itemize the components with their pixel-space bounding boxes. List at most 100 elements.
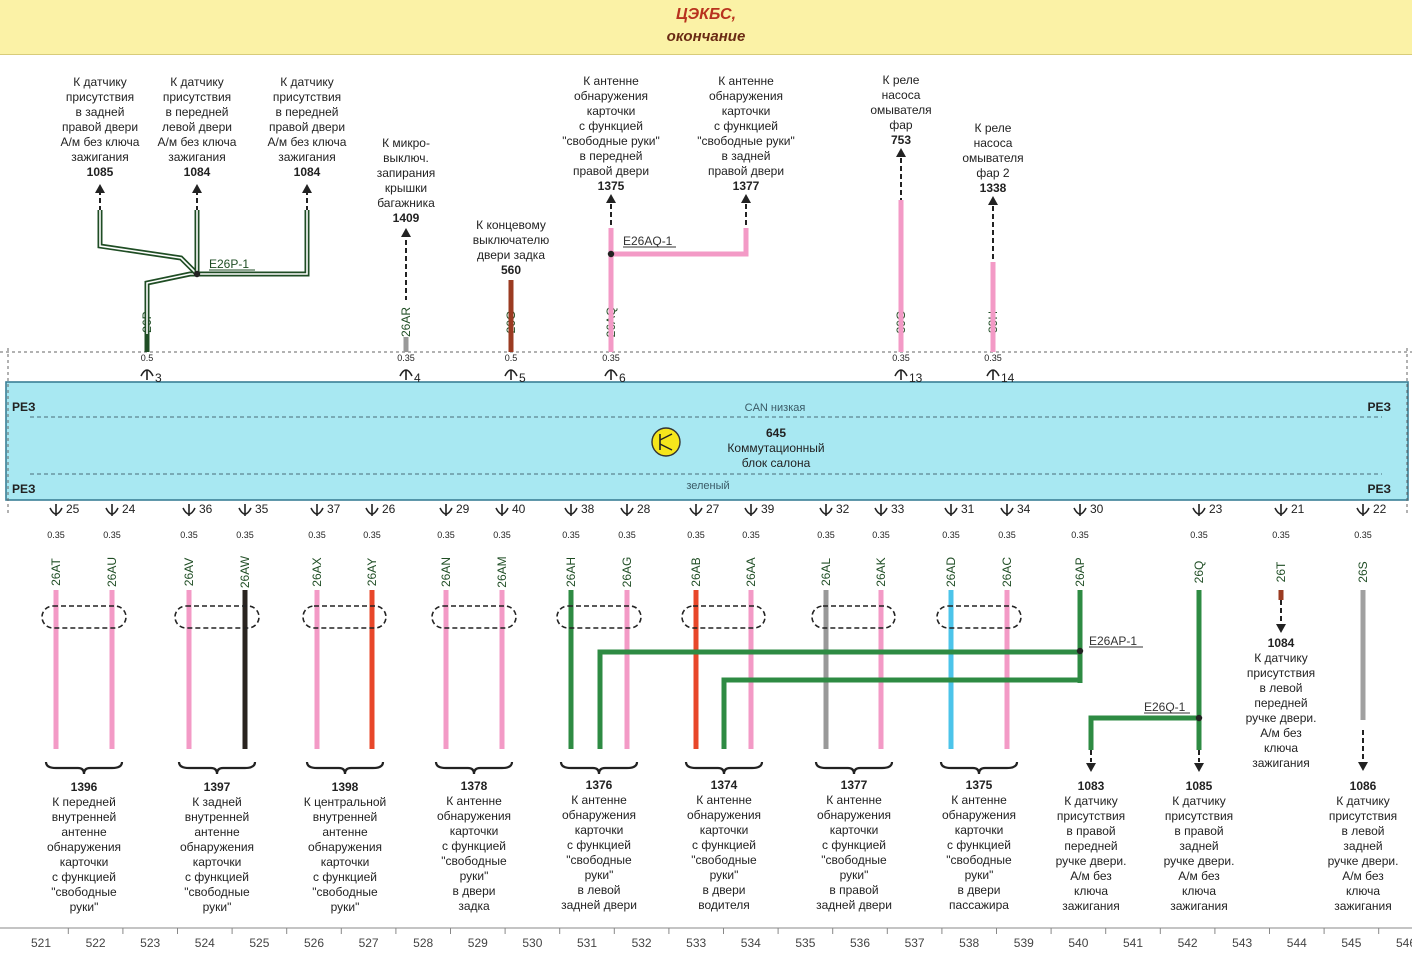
bottom-destination-3-id: 1378 xyxy=(461,779,488,793)
bottom-wire-26t-gauge: 0.35 xyxy=(1272,530,1290,540)
bottom-destination-4-line-4: "свободные xyxy=(566,853,632,867)
bottom-destination-8-line-6: ключа xyxy=(1074,884,1108,898)
bottom-destination-2-line-2: антенне xyxy=(322,825,368,839)
bottom-destination-10-line-3: передней xyxy=(1254,696,1307,710)
top-destination-0-line-4: А/м без ключа xyxy=(61,135,140,149)
bottom-destination-10-line-7: зажигания xyxy=(1252,756,1310,770)
bottom-destination-7-line-3: с функцией xyxy=(947,838,1011,852)
bottom-destination-5-line-0: К антенне xyxy=(696,793,752,807)
top-wire-26p-branch-1084b-inner xyxy=(197,210,308,275)
top-destination-7-line-3: фар xyxy=(889,118,913,132)
bottom-destination-8-line-2: в правой xyxy=(1066,824,1115,838)
block-number: 645 xyxy=(766,426,786,440)
bottom-destination-9-id: 1085 xyxy=(1186,779,1213,793)
block-name-line1: Коммутационный xyxy=(727,441,824,455)
bottom-destination-8-line-3: передней xyxy=(1064,839,1117,853)
bottom-wire-26al-gauge: 0.35 xyxy=(817,530,835,540)
destination-brace-1 xyxy=(177,761,257,775)
bottom-wire-26av-gauge: 0.35 xyxy=(180,530,198,540)
top-destination-5-line-5: в передней xyxy=(580,149,643,163)
transistor-icon-collector xyxy=(659,433,673,441)
bottom-destination-1-line-4: карточки xyxy=(193,855,242,869)
bottom-destination-7-line-1: обнаружения xyxy=(942,808,1016,822)
grid-number-525: 525 xyxy=(249,936,269,950)
bottom-wire-26ap-code: 26AP xyxy=(1073,557,1087,586)
top-wire-26p-pin: 3 xyxy=(155,371,162,385)
top-destination-6-line-4: "свободные руки" xyxy=(697,134,794,148)
grid-number-535: 535 xyxy=(795,936,815,950)
bottom-wire-26ag-code: 26AG xyxy=(620,557,634,588)
grid-number-537: 537 xyxy=(905,936,925,950)
bottom-destination-3-line-3: с функцией xyxy=(442,839,506,853)
bottom-destination-4-id: 1376 xyxy=(586,778,613,792)
bottom-destination-8-line-7: зажигания xyxy=(1062,899,1120,913)
top-destination-8-id: 1338 xyxy=(980,181,1007,195)
bottom-destination-7-line-0: К антенне xyxy=(951,793,1007,807)
bottom-wire-26at-pin: 25 xyxy=(66,502,80,516)
bottom-destination-5-line-7: водителя xyxy=(698,898,750,912)
bottom-destination-2-line-5: с функцией xyxy=(313,870,377,884)
side-label-right-top: РЕЗ xyxy=(1367,400,1391,414)
top-destination-4-line-1: выключателю xyxy=(473,233,549,247)
top-destination-5-line-3: с функцией xyxy=(579,119,643,133)
grid-number-536: 536 xyxy=(850,936,870,950)
top-destination-0-line-5: зажигания xyxy=(71,150,129,164)
splice-dot-e26p1 xyxy=(193,270,201,278)
grid-number-530: 530 xyxy=(522,936,542,950)
top-destination-6-line-3: с функцией xyxy=(714,119,778,133)
top-destination-1-line-0: К датчику xyxy=(170,75,224,89)
grid-number-542: 542 xyxy=(1178,936,1198,950)
bottom-destination-8-line-5: А/м без xyxy=(1070,869,1112,883)
bottom-wire-26ab-gauge: 0.35 xyxy=(687,530,705,540)
top-wire-26p-trunk-inner xyxy=(146,273,197,352)
destination-brace-4 xyxy=(559,761,639,775)
bottom-wire-26ap-branch-1376 xyxy=(597,649,1080,749)
bottom-wire-26aw-pin: 35 xyxy=(255,502,269,516)
bottom-wire-26am-code: 26AM xyxy=(495,556,509,587)
bottom-destination-2-line-7: руки" xyxy=(331,900,360,914)
bottom-wire-26aw-gauge: 0.35 xyxy=(236,530,254,540)
bottom-destination-6-line-3: с функцией xyxy=(822,838,886,852)
top-arrow-0 xyxy=(95,184,105,193)
top-destination-2-line-0: К датчику xyxy=(280,75,334,89)
bottom-destination-2-line-0: К центральной xyxy=(304,795,386,809)
bottom-destination-11-line-4: ручке двери. xyxy=(1328,854,1399,868)
bottom-destination-4-line-0: К антенне xyxy=(571,793,627,807)
top-destination-5-line-2: карточки xyxy=(587,104,636,118)
bus-label-bottom: зеленый xyxy=(686,480,729,492)
bottom-wire-26ak-pin: 33 xyxy=(891,502,905,516)
bottom-wire-26au-gauge: 0.35 xyxy=(103,530,121,540)
top-destination-6-line-1: обнаружения xyxy=(709,89,783,103)
bottom-destination-7-line-7: пассажира xyxy=(949,898,1009,912)
bottom-wire-26an-gauge: 0.35 xyxy=(437,530,455,540)
bottom-destination-10-line-4: ручке двери. xyxy=(1246,711,1317,725)
top-destination-2-line-4: А/м без ключа xyxy=(268,135,347,149)
bottom-destination-4-line-1: обнаружения xyxy=(562,808,636,822)
grid-number-529: 529 xyxy=(468,936,488,950)
bottom-arrow-26t xyxy=(1276,624,1286,633)
bottom-destination-9-line-4: ручке двери. xyxy=(1164,854,1235,868)
bottom-destination-1-line-1: внутренней xyxy=(185,810,249,824)
top-destination-8-line-2: омывателя xyxy=(962,151,1023,165)
bottom-wire-26at-code: 26AT xyxy=(49,557,63,585)
bottom-destination-11-line-2: в левой xyxy=(1341,824,1384,838)
top-wire-26aq-gauge: 0.35 xyxy=(602,353,620,363)
bottom-destination-5-line-5: руки" xyxy=(710,868,739,882)
bottom-destination-0-line-0: К передней xyxy=(52,795,116,809)
bottom-wire-26au-code: 26AU xyxy=(105,557,119,587)
bottom-wire-26s-gauge: 0.35 xyxy=(1354,530,1372,540)
top-destination-7-line-2: омывателя xyxy=(870,103,931,117)
bottom-wire-26ay-code: 26AY xyxy=(365,558,379,586)
bottom-wire-26ad-code: 26AD xyxy=(944,557,958,587)
bottom-destination-7-line-6: в двери xyxy=(957,883,1000,897)
bottom-destination-5-line-4: "свободные xyxy=(691,853,757,867)
top-destination-0-line-2: в задней xyxy=(76,105,125,119)
top-destination-1-line-3: левой двери xyxy=(162,120,232,134)
splice-dot-e26ap1 xyxy=(1076,647,1084,655)
bottom-destination-10-line-6: ключа xyxy=(1264,741,1298,755)
top-wire-39g-gauge: 0.35 xyxy=(892,353,910,363)
grid-number-532: 532 xyxy=(632,936,652,950)
bottom-wire-26ax-code: 26AX xyxy=(310,557,324,586)
bottom-destination-6-line-6: в правой xyxy=(829,883,878,897)
